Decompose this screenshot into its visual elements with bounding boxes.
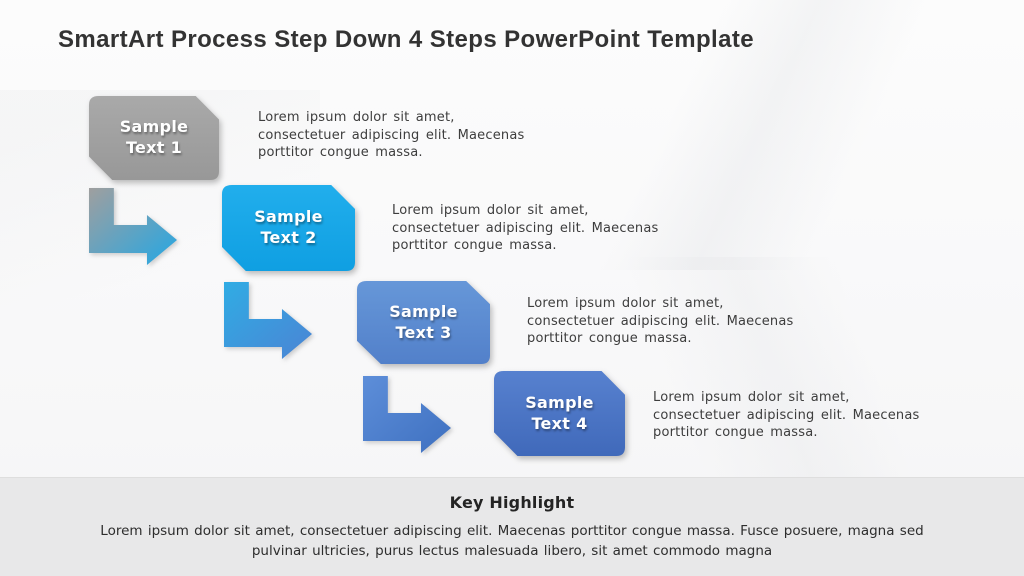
step-box-3[interactable]: Sample Text 3: [357, 281, 490, 364]
step-label-2: Sample Text 2: [254, 207, 323, 247]
elbow-arrow-icon-3: [363, 376, 451, 453]
step-box-4[interactable]: Sample Text 4: [494, 371, 625, 456]
key-highlight-body: Lorem ipsum dolor sit amet, consectetuer…: [100, 523, 924, 559]
step-box-3-shape: [357, 281, 490, 364]
step-box-1-shape: [89, 96, 219, 180]
step-box-2[interactable]: Sample Text 2: [222, 185, 355, 271]
step-box-2-shape: [222, 185, 355, 271]
step-box-4-shape: [494, 371, 625, 456]
key-highlight-heading: Key Highlight: [449, 493, 575, 512]
step-label-1: Sample Text 1: [119, 117, 189, 157]
step-box-1[interactable]: Sample Text 1: [89, 96, 219, 180]
step-description-1: Lorem ipsum dolor sit amet, consectetuer…: [258, 110, 525, 160]
step-description-3: Lorem ipsum dolor sit amet, consectetuer…: [527, 296, 794, 346]
step-description-2: Lorem ipsum dolor sit amet, consectetuer…: [392, 203, 659, 253]
step-label-3: Sample Text 3: [389, 301, 458, 342]
elbow-arrow-icon-1: [89, 188, 177, 265]
step-description-4: Lorem ipsum dolor sit amet, consectetuer…: [653, 390, 920, 440]
key-highlight-section: Key Highlight Lorem ipsum dolor sit amet…: [0, 477, 1024, 576]
slide-title: SmartArt Process Step Down 4 Steps Power…: [58, 26, 754, 53]
elbow-arrow-icon-2: [224, 282, 312, 359]
step-label-4: Sample Text 4: [525, 392, 594, 433]
